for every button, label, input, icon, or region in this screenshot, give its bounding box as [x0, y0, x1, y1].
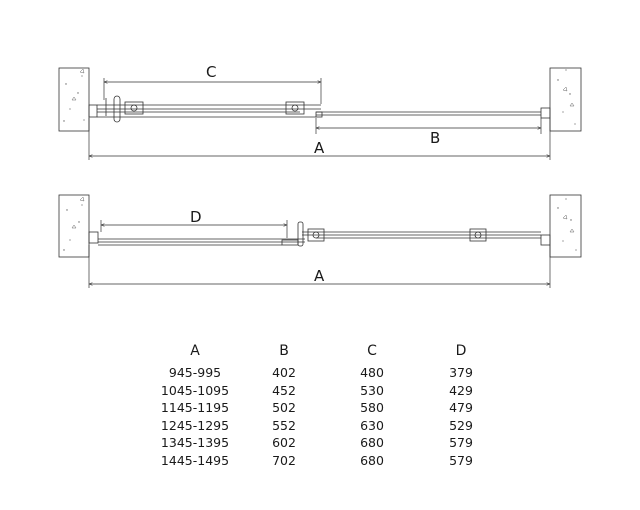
cell-a: 1345-1395	[160, 435, 230, 451]
table-row: 1145-1195 502 580 479	[150, 399, 506, 417]
cell-c: 580	[360, 400, 384, 416]
bottom-dimensions	[88, 220, 551, 288]
cell-d: 379	[449, 365, 473, 381]
cell-c: 480	[360, 365, 384, 381]
label-a-top: A	[314, 139, 325, 157]
top-dimensions	[88, 78, 551, 160]
table-row: 1245-1295 552 630 529	[150, 417, 506, 435]
cell-b: 502	[272, 400, 296, 416]
roller-right-top	[285, 101, 305, 115]
table-row: 1445-1495 702 680 579	[150, 452, 506, 470]
shower-door-technical-drawing: C B A D A	[58, 63, 582, 288]
header-a: A	[190, 343, 200, 359]
roller-left-bottom	[307, 228, 325, 242]
left-wall-profile-top	[88, 104, 98, 118]
size-table: A B C D 945-995 402 480 379 1045-1095 45…	[150, 338, 506, 469]
cell-d: 579	[449, 435, 473, 451]
label-a-bottom: A	[314, 267, 325, 285]
bottom-plan-view	[58, 194, 582, 258]
cell-a: 1145-1195	[160, 400, 230, 416]
label-d: D	[190, 208, 202, 226]
cell-a: 1245-1295	[160, 417, 230, 433]
handle-bottom	[297, 221, 304, 247]
cell-c: 680	[360, 435, 384, 451]
size-table-header-row: A B C D	[150, 338, 506, 364]
top-plan-view	[58, 67, 582, 132]
left-wall-profile-bottom	[88, 231, 99, 244]
cell-d: 529	[449, 417, 473, 433]
right-wall-bottom	[549, 194, 582, 258]
cell-b: 702	[272, 452, 296, 468]
cell-b: 552	[272, 417, 296, 433]
cell-a: 945-995	[168, 365, 222, 381]
table-row: 1345-1395 602 680 579	[150, 434, 506, 452]
cell-c: 630	[360, 417, 384, 433]
table-row: 1045-1095 452 530 429	[150, 382, 506, 400]
left-wall-top	[58, 67, 90, 132]
cell-c: 530	[360, 382, 384, 398]
label-c: C	[206, 63, 216, 81]
right-wall-top	[549, 67, 582, 132]
cell-c: 680	[360, 452, 384, 468]
right-wall-profile-top	[540, 107, 551, 119]
cell-a: 1045-1095	[160, 382, 230, 398]
wall-texture	[63, 69, 577, 251]
right-wall-profile-bottom	[540, 234, 551, 246]
roller-right-bottom	[469, 228, 487, 242]
header-d: D	[455, 343, 467, 359]
handle-top	[113, 95, 121, 123]
cell-b: 402	[272, 365, 296, 381]
label-b: B	[430, 129, 440, 147]
left-wall-bottom	[58, 194, 90, 258]
cell-a: 1445-1495	[160, 452, 230, 468]
cell-d: 579	[449, 452, 473, 468]
cell-d: 429	[449, 382, 473, 398]
header-b: B	[279, 343, 289, 359]
cell-d: 479	[449, 400, 473, 416]
header-c: C	[367, 343, 377, 359]
roller-left-top	[124, 101, 144, 115]
wall-texture-marks	[71, 68, 575, 233]
cell-b: 452	[272, 382, 296, 398]
table-row: 945-995 402 480 379	[150, 364, 506, 382]
cell-b: 602	[272, 435, 296, 451]
